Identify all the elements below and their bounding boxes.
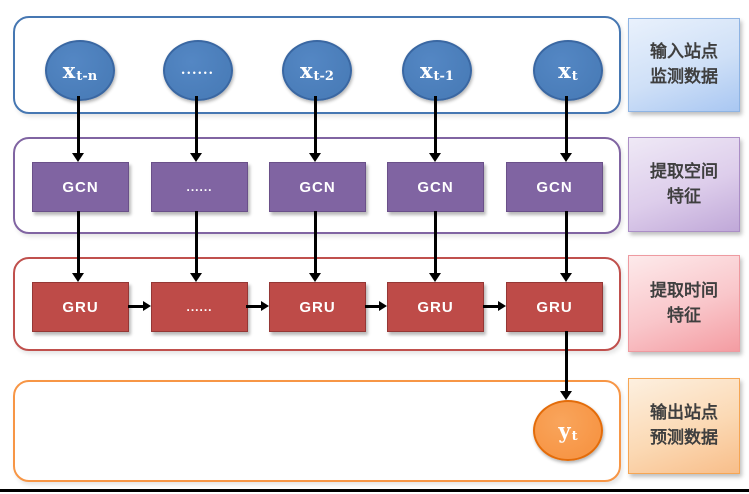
gru-box-dots: ...... — [151, 282, 248, 332]
gcn-box: GCN — [387, 162, 484, 212]
gru-box-label: GRU — [536, 298, 573, 316]
down-arrow — [72, 211, 84, 282]
caption-line: 监测数据 — [650, 67, 718, 86]
node-label: x — [420, 58, 433, 83]
right-arrow — [483, 300, 506, 312]
gru-box: GRU — [269, 282, 366, 332]
gcn-box: GCN — [32, 162, 129, 212]
down-arrow — [72, 96, 84, 162]
gcn-box-label: GCN — [417, 178, 454, 196]
right-arrow — [365, 300, 387, 312]
down-arrow — [190, 96, 202, 162]
caption-line: 特征 — [667, 305, 701, 325]
bottom-divider — [0, 489, 749, 492]
caption-input-data: 输入站点 监测数据 — [628, 18, 740, 112]
node-label: y — [558, 418, 571, 443]
gcn-box-label: GCN — [299, 178, 336, 196]
down-arrow — [309, 96, 321, 162]
node-label: ...... — [180, 63, 215, 78]
node-label: x — [62, 58, 76, 83]
gru-box: GRU — [506, 282, 603, 332]
caption-line: 输入站点 — [650, 42, 718, 62]
down-arrow — [429, 96, 441, 162]
gru-box-label: GRU — [417, 298, 454, 316]
down-arrow — [560, 331, 572, 400]
caption-line: 提取时间 — [650, 280, 718, 300]
gru-box: GRU — [387, 282, 484, 332]
down-arrow — [429, 211, 441, 282]
gcn-box-label: GCN — [536, 178, 573, 196]
caption-output-data: 输出站点 预测数据 — [628, 378, 740, 474]
gcn-box-label: ...... — [186, 180, 213, 194]
caption-line: 输出站点 — [650, 403, 718, 423]
gcn-box: GCN — [269, 162, 366, 212]
down-arrow — [560, 211, 572, 282]
node-subscript: t-n — [76, 69, 98, 84]
gru-box: GRU — [32, 282, 129, 332]
right-arrow — [246, 300, 269, 312]
gcn-box-label: GCN — [62, 178, 99, 196]
caption-line: 预测数据 — [650, 428, 718, 447]
node-subscript: t — [571, 69, 578, 84]
caption-line: 特征 — [667, 186, 701, 206]
down-arrow — [560, 96, 572, 162]
output-row-frame — [13, 380, 621, 482]
node-subscript: t-1 — [433, 69, 454, 84]
right-arrow — [128, 300, 151, 312]
down-arrow — [309, 211, 321, 282]
gcn-box-dots: ...... — [151, 162, 248, 212]
caption-temporal-features: 提取时间 特征 — [628, 255, 740, 352]
caption-line: 提取空间 — [650, 161, 718, 181]
input-node-dots: ...... — [163, 40, 233, 101]
caption-spatial-features: 提取空间 特征 — [628, 137, 740, 232]
down-arrow — [190, 211, 202, 282]
gcn-box: GCN — [506, 162, 603, 212]
node-label: x — [300, 58, 313, 83]
gru-box-label: ...... — [186, 300, 213, 314]
node-label: x — [558, 58, 571, 83]
node-subscript: t-2 — [313, 69, 334, 84]
gru-box-label: GRU — [299, 298, 336, 316]
node-subscript: t — [571, 429, 578, 444]
gru-box-label: GRU — [62, 298, 99, 316]
